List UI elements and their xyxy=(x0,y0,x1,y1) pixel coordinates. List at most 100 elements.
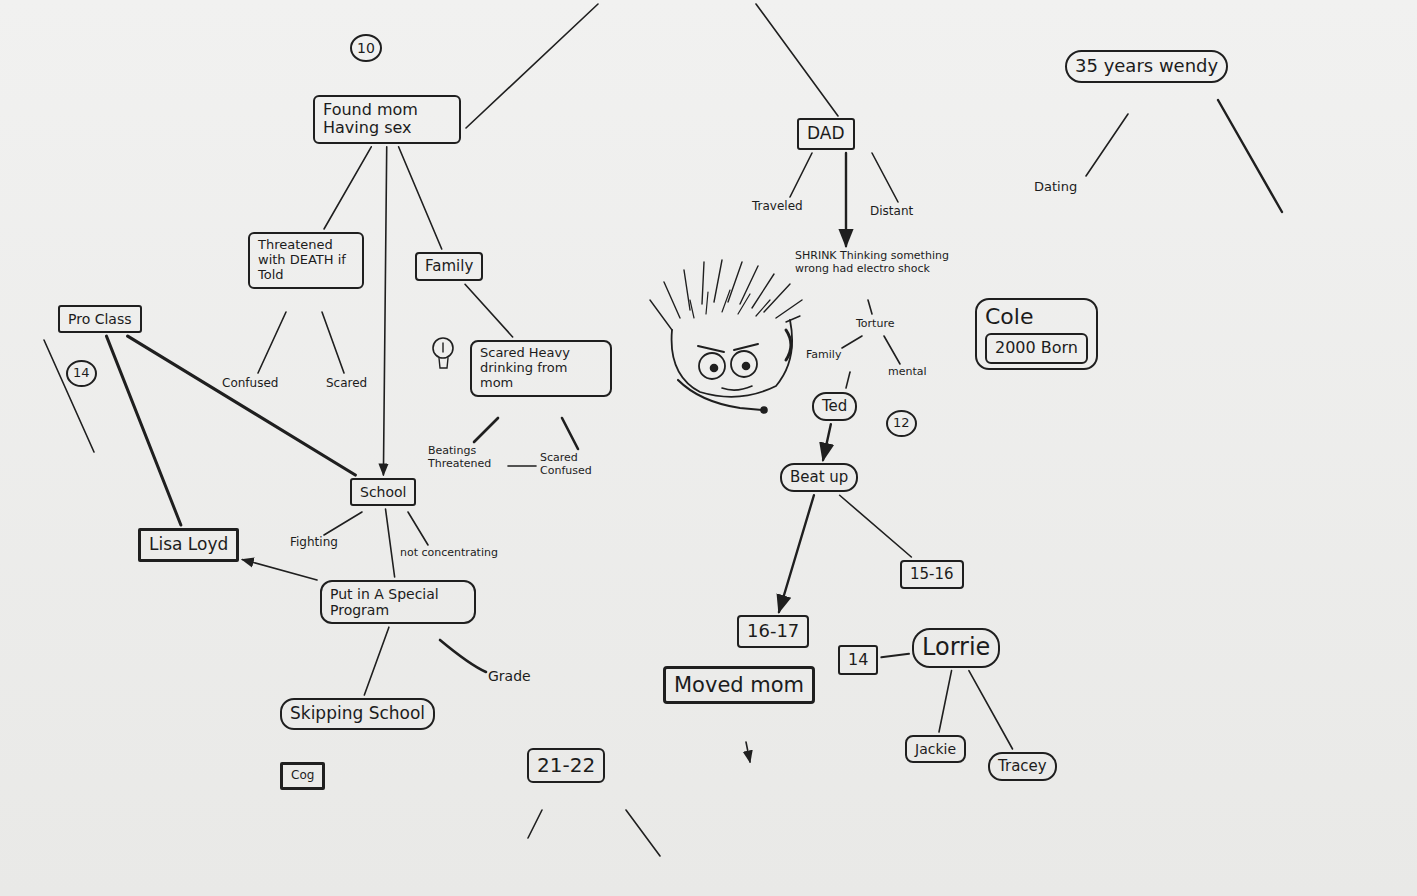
person-box: Tracey xyxy=(988,752,1057,781)
node-text: Jackie xyxy=(915,741,956,757)
leader-line xyxy=(846,372,850,388)
leader-line xyxy=(408,512,428,545)
branch-note: Beatings Threatened xyxy=(428,445,506,470)
leader-arrow xyxy=(845,153,847,246)
connector xyxy=(324,147,371,229)
topic-box: School xyxy=(350,478,416,506)
node-text: Skipping School xyxy=(290,704,425,724)
callout-number: 10 xyxy=(350,34,382,62)
person-box: Lisa Loyd xyxy=(138,528,239,562)
leader-arrow xyxy=(746,742,750,762)
event-box: Skipping School xyxy=(280,698,435,730)
event-box: Threatened with DEATH if Told xyxy=(248,232,364,289)
branch-note: Scared xyxy=(326,377,367,391)
connector xyxy=(779,495,814,612)
connector xyxy=(840,495,912,557)
node-text: Ted xyxy=(822,398,847,415)
connector xyxy=(106,336,180,525)
leader-line xyxy=(884,336,900,364)
connector xyxy=(881,654,909,657)
branch-note: Family xyxy=(806,349,841,362)
cartoon-face xyxy=(650,260,802,413)
connector xyxy=(465,284,513,337)
leader-line xyxy=(528,810,542,838)
callout-number: 12 xyxy=(886,410,917,437)
node-text: 35 years wendy xyxy=(1075,56,1218,77)
connector xyxy=(242,559,317,579)
node-text: Family xyxy=(425,258,473,275)
node-text: Lorrie xyxy=(922,634,990,662)
connector xyxy=(969,671,1013,749)
event-box: 35 years wendy xyxy=(1065,50,1228,83)
node-text: Tracey xyxy=(998,758,1047,775)
node-text: DAD xyxy=(807,124,845,144)
bulb-symbol xyxy=(433,338,453,368)
event-box: Moved mom xyxy=(663,666,815,704)
event-box: Beat up xyxy=(780,463,858,492)
node-text: 16-17 xyxy=(747,621,799,642)
topic-box: Scared Heavy drinking from mom xyxy=(470,340,612,397)
node-text: School xyxy=(360,484,406,500)
branch-note: mental xyxy=(888,366,927,379)
dash-line xyxy=(508,465,536,467)
date-box: 2000 Born xyxy=(985,333,1088,363)
branch-note: Grade xyxy=(488,668,531,684)
node-text: Scared Heavy drinking from mom xyxy=(480,346,602,391)
person-box: Ted xyxy=(812,392,857,421)
branch-note: SHRINK Thinking something wrong had elec… xyxy=(795,250,985,275)
leader-line xyxy=(868,300,872,314)
node-text: 2000 Born xyxy=(995,339,1078,357)
callout-number: 14 xyxy=(66,360,97,387)
trunk-line xyxy=(756,4,838,116)
connector xyxy=(383,147,386,475)
connector xyxy=(823,424,831,460)
tag-box: Cog xyxy=(280,762,325,790)
connector xyxy=(399,147,442,249)
leader-line xyxy=(474,418,498,442)
topic-box: Family xyxy=(415,252,483,281)
topic-box: Pro Class xyxy=(58,305,142,333)
person-box: DAD xyxy=(797,118,855,150)
node-text: Lisa Loyd xyxy=(149,535,228,555)
node-text: 21-22 xyxy=(537,754,595,777)
node-text: 15-16 xyxy=(910,566,954,583)
branch-note: Dating xyxy=(1034,180,1077,195)
node-text: Cole xyxy=(985,304,1088,329)
branch-note: Traveled xyxy=(752,200,803,214)
leader-line xyxy=(258,312,286,373)
branch-note: Torture xyxy=(856,318,894,331)
node-text: 14 xyxy=(848,651,868,669)
age-box: 14 xyxy=(838,645,878,675)
node-text: Pro Class xyxy=(68,311,132,327)
node-text: Moved mom xyxy=(674,673,804,697)
event-box: Put in A Special Program xyxy=(320,580,476,624)
node-text: Cog xyxy=(291,769,314,783)
leader-line xyxy=(842,336,862,348)
node-text: Beat up xyxy=(790,469,848,486)
branch-note: Scared Confused xyxy=(540,452,612,477)
person-box: Cole 2000 Born xyxy=(975,298,1098,370)
branch-note: Fighting xyxy=(290,536,338,550)
person-box: Jackie xyxy=(905,735,966,763)
leader-line xyxy=(626,810,660,856)
leader-line xyxy=(324,512,362,535)
age-box: 21-22 xyxy=(527,748,605,783)
node-text: Found mom Having sex xyxy=(323,101,451,138)
branch-note: not concentrating xyxy=(400,547,498,560)
connector xyxy=(939,671,952,732)
leader-line xyxy=(440,640,486,672)
branch-note: Confused xyxy=(222,377,278,391)
age-box: 16-17 xyxy=(737,615,809,648)
trunk-line xyxy=(466,4,598,128)
leader-line xyxy=(562,418,578,449)
leader-line xyxy=(322,312,344,373)
connector xyxy=(128,336,356,475)
leader-line xyxy=(790,153,812,197)
connector xyxy=(364,627,389,695)
side-line xyxy=(44,340,94,452)
connector xyxy=(386,509,395,577)
leader-line xyxy=(872,153,898,202)
person-box: Lorrie xyxy=(912,628,1000,668)
